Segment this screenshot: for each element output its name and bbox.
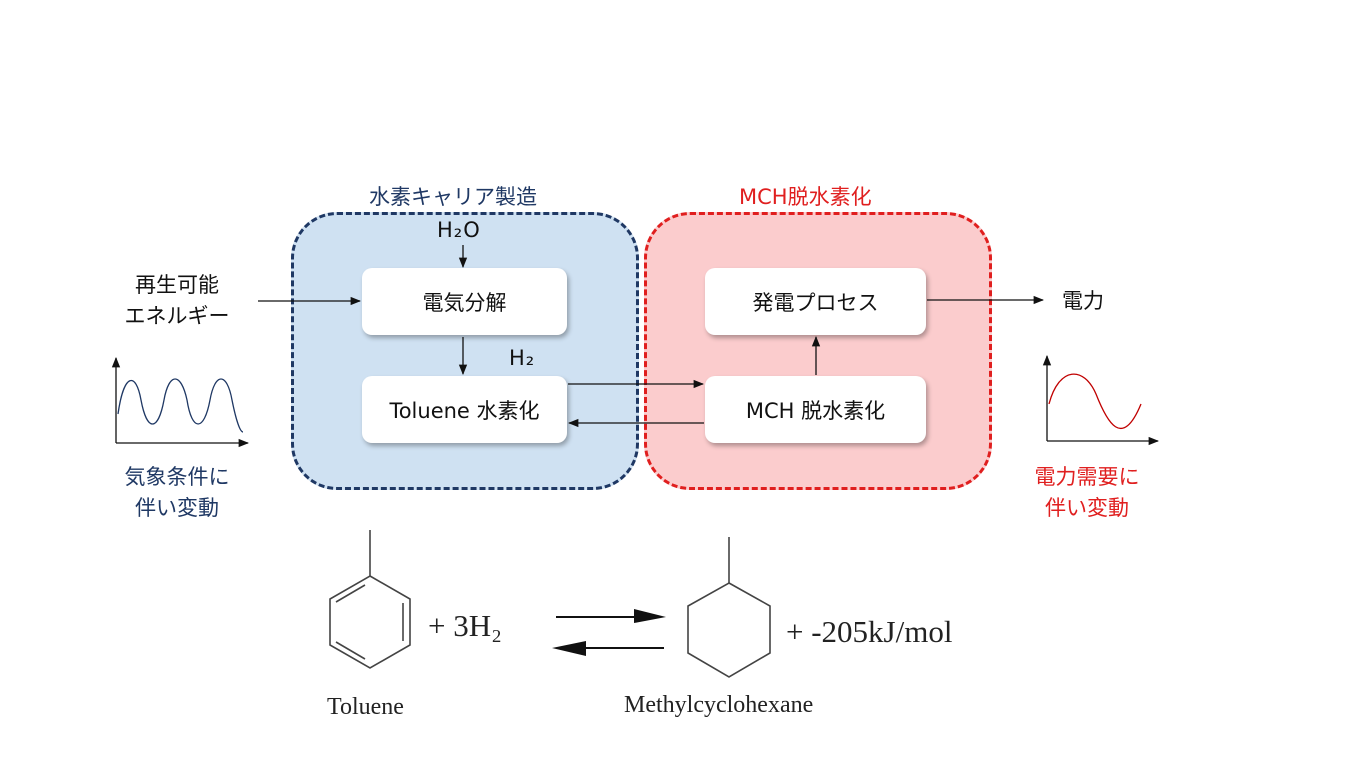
electric-power-label: 電力 bbox=[1062, 289, 1104, 313]
supply-fluctuation-graph bbox=[111, 356, 250, 448]
mch-dehydrogenation-group bbox=[644, 212, 992, 490]
toluene-molecule bbox=[329, 530, 411, 669]
renewable-energy-label: 再生可能 エネルギー bbox=[112, 270, 242, 332]
water-label: H₂O bbox=[437, 218, 481, 242]
electrolysis-box: 電気分解 bbox=[362, 268, 567, 335]
production-group-title: 水素キャリア製造 bbox=[369, 185, 537, 209]
methylcyclohexane-name: Methylcyclohexane bbox=[624, 692, 814, 718]
toluene-hydrogenation-label: Toluene 水素化 bbox=[389, 398, 540, 423]
supply-wave bbox=[117, 378, 244, 433]
demand-variation-line1: 電力需要に bbox=[1034, 465, 1140, 489]
hydrogen-label: H₂ bbox=[509, 346, 536, 370]
methylcyclohexane-molecule bbox=[687, 537, 771, 678]
electrolysis-label: 電気分解 bbox=[422, 290, 507, 315]
equilibrium-arrows bbox=[552, 609, 666, 656]
demand-variation-line2: 伴い変動 bbox=[1045, 496, 1129, 520]
mch-dehydrogenation-box: MCH 脱水素化 bbox=[705, 376, 926, 443]
renewable-energy-line2: エネルギー bbox=[124, 304, 230, 328]
demand-wave bbox=[1048, 373, 1142, 430]
demand-fluctuation-graph bbox=[1042, 354, 1160, 446]
weather-variation-line2: 伴い変動 bbox=[135, 496, 219, 520]
demand-variation-note: 電力需要に 伴い変動 bbox=[1022, 462, 1152, 524]
reaction-energy-term: + -205kJ/mol bbox=[786, 614, 953, 649]
mch-dehydrogenation-label: MCH 脱水素化 bbox=[745, 398, 886, 423]
dehydrogenation-group-title: MCH脱水素化 bbox=[739, 185, 872, 209]
renewable-energy-line1: 再生可能 bbox=[135, 273, 219, 297]
weather-variation-note: 気象条件に 伴い変動 bbox=[112, 462, 242, 524]
reaction-hydrogen-term: + 3H₂ bbox=[428, 608, 502, 643]
weather-variation-line1: 気象条件に bbox=[124, 465, 230, 489]
power-generation-label: 発電プロセス bbox=[752, 290, 879, 315]
toluene-name: Toluene bbox=[327, 694, 404, 720]
toluene-hydrogenation-box: Toluene 水素化 bbox=[362, 376, 567, 443]
power-generation-box: 発電プロセス bbox=[705, 268, 926, 335]
